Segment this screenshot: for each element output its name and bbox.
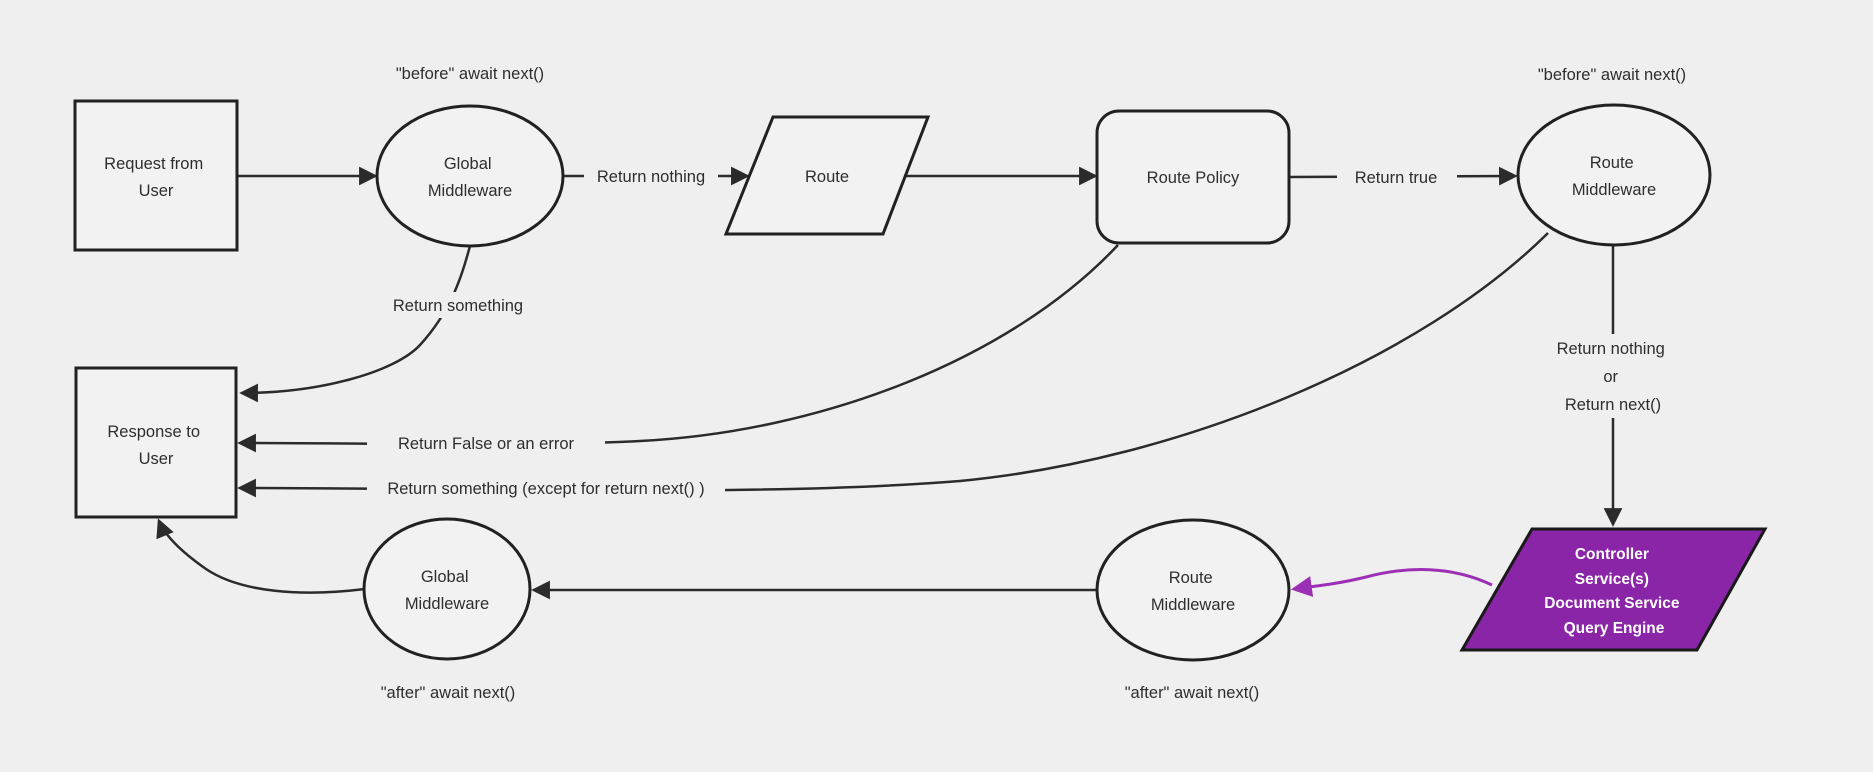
node-request-from-user bbox=[73, 99, 239, 252]
label-bg-return-something-except bbox=[367, 475, 725, 501]
edge-label-return-something: Return something bbox=[393, 297, 523, 315]
edge-global-middleware-bottom-to-response bbox=[156, 518, 366, 594]
node-label-global-middleware-bottom: Global Middleware bbox=[405, 568, 489, 613]
node-label-controller: Controller Service(s) Document Service Q… bbox=[1544, 546, 1684, 637]
node-route-policy bbox=[1095, 109, 1291, 245]
edge-label-return-nothing: Return nothing bbox=[597, 168, 705, 186]
node-label-route-middleware-bottom: Route Middleware bbox=[1151, 569, 1235, 614]
node-label-global-middleware-top: Global Middleware bbox=[428, 155, 512, 200]
edge-route-policy-return-false bbox=[237, 244, 1119, 453]
node-label-route: Route bbox=[805, 168, 849, 186]
node-label-request: Request from User bbox=[104, 155, 208, 200]
edge-label-return-false-or-error: Return False or an error bbox=[398, 435, 575, 453]
node-route-middleware-top bbox=[1516, 103, 1712, 247]
edge-controller-to-route-middleware-bottom bbox=[1290, 568, 1493, 597]
node-label-route-policy: Route Policy bbox=[1147, 169, 1240, 187]
annotation-before-await-right: "before" await next() bbox=[1538, 66, 1686, 84]
edge-label-return-nothing-or: Return nothing or Return next() bbox=[1557, 340, 1670, 414]
node-route-middleware-bottom bbox=[1095, 518, 1291, 662]
node-global-middleware-top bbox=[375, 104, 565, 248]
node-label-response: Response to User bbox=[107, 423, 204, 468]
node-global-middleware-bottom bbox=[362, 517, 532, 661]
edge-label-return-true: Return true bbox=[1355, 169, 1438, 187]
node-controller-services bbox=[1459, 527, 1768, 652]
label-bg-return-false bbox=[367, 430, 605, 456]
annotation-after-await-right: "after" await next() bbox=[1125, 684, 1260, 702]
label-bg-return-true bbox=[1337, 164, 1457, 190]
edge-label-return-something-except: Return something (except for return next… bbox=[387, 480, 704, 498]
label-bg-return-something bbox=[385, 292, 531, 318]
node-label-route-middleware-top: Route Middleware bbox=[1572, 154, 1656, 199]
annotation-after-await-left: "after" await next() bbox=[381, 684, 516, 702]
annotation-before-await-left: "before" await next() bbox=[396, 65, 544, 83]
node-response-to-user bbox=[74, 366, 238, 519]
node-route bbox=[723, 115, 931, 236]
label-bg-return-nothing bbox=[584, 163, 718, 189]
label-bg-return-nothing-or bbox=[1538, 334, 1688, 418]
edge-global-middleware-return-something bbox=[239, 245, 472, 403]
